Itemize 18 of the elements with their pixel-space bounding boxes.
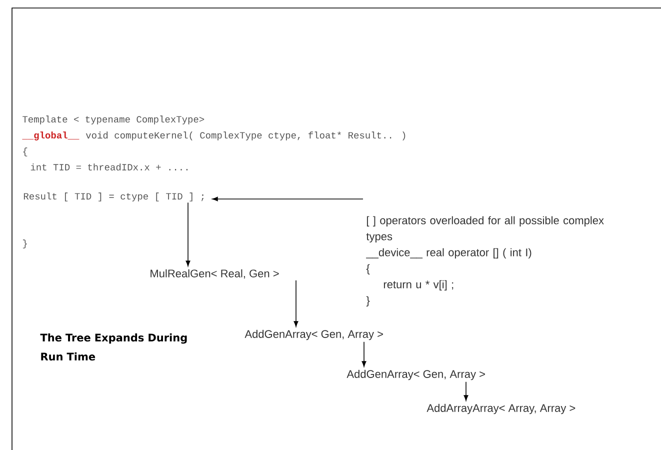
code-line: void computeKernel( ComplexType ctype, float* Result.. ) [86, 132, 406, 140]
arrow [464, 381, 468, 401]
note-text: The Tree Expands During Run Time [40, 333, 187, 361]
code-line: } [23, 240, 27, 248]
type-label: MulRealGen< Real, Gen > [150, 269, 279, 279]
arrow [294, 280, 298, 327]
code-line: int TID = threadIDx.x + .... [30, 163, 188, 170]
arrow [362, 341, 366, 367]
type-label: AddGenArray< Gen, Array > [244, 330, 383, 340]
keyword: __global__ [22, 132, 80, 140]
type-label: AddArrayArray< Array, Array > [426, 404, 576, 414]
arrow [212, 196, 364, 202]
type-label: AddGenArray< Gen, Array > [346, 370, 485, 380]
code-line: Template < typename ComplexType> [22, 116, 204, 124]
annotation-text: [ ] operators overloaded for all possible complex types __device__ real operator [] ( int I) { return u * v[i] ; } [366, 216, 604, 306]
arrow [186, 202, 190, 266]
code-line: { [23, 148, 28, 156]
code-line: Result [ TID ] = ctype [ TID ] ; [24, 192, 204, 202]
